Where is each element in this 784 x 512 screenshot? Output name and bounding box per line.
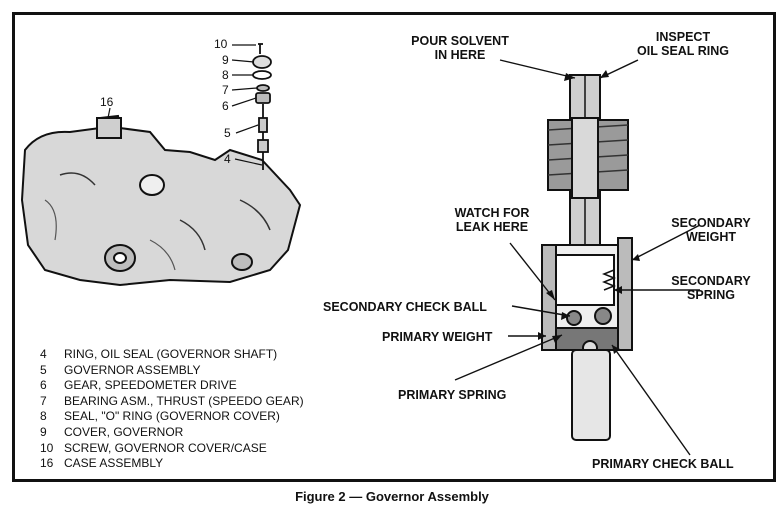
- part-number-6: 6: [222, 99, 229, 113]
- legend-text: GOVERNOR ASSEMBLY: [64, 362, 201, 377]
- part-number-10: 10: [214, 37, 228, 51]
- callout-secondary-weight: SECONDARY WEIGHT: [671, 216, 751, 244]
- legend-text: BEARING ASM., THRUST (SPEEDO GEAR): [64, 393, 304, 408]
- callout-inspect-oil-seal-ring: INSPECT OIL SEAL RING: [637, 30, 729, 58]
- legend-item: 8 SEAL, "O" RING (GOVERNOR COVER): [40, 409, 304, 425]
- legend-item: 7 BEARING ASM., THRUST (SPEEDO GEAR): [40, 394, 304, 410]
- legend-num: 10: [40, 440, 54, 455]
- part-number-4: 4: [224, 152, 231, 166]
- callout-secondary-spring: SECONDARY SPRING: [671, 274, 751, 302]
- legend-item: 10 SCREW, GOVERNOR COVER/CASE: [40, 441, 304, 457]
- figure-caption: Figure 2 — Governor Assembly: [295, 489, 489, 504]
- part-number-5: 5: [224, 126, 231, 140]
- callout-primary-weight: PRIMARY WEIGHT: [382, 330, 493, 344]
- legend-item: 9 COVER, GOVERNOR: [40, 425, 304, 441]
- parts-legend: 4 RING, OIL SEAL (GOVERNOR SHAFT) 5 GOVERN…: [40, 347, 304, 472]
- legend-item: 5 GOVERNOR ASSEMBLY: [40, 363, 304, 379]
- legend-text: SEAL, "O" RING (GOVERNOR COVER): [64, 409, 280, 424]
- transmission-case-illustration: [20, 114, 302, 287]
- legend-item: 4 RING, OIL SEAL (GOVERNOR SHAFT): [40, 347, 304, 363]
- callout-watch-for-leak: WATCH FOR LEAK HERE: [454, 206, 530, 234]
- legend-num: 7: [40, 393, 47, 408]
- callout-pour-solvent: POUR SOLVENT IN HERE: [411, 34, 509, 62]
- legend-item: 16 CASE ASSEMBLY: [40, 456, 304, 472]
- callout-secondary-check-ball: SECONDARY CHECK BALL: [323, 300, 487, 314]
- legend-num: 8: [40, 409, 47, 424]
- callout-primary-spring: PRIMARY SPRING: [398, 388, 507, 402]
- legend-num: 16: [40, 456, 54, 471]
- part-number-7: 7: [222, 83, 229, 97]
- figure-frame: [12, 12, 776, 482]
- part-leader-lines: [107, 44, 263, 166]
- part-number-16: 16: [100, 95, 114, 109]
- legend-text: GEAR, SPEEDOMETER DRIVE: [64, 378, 237, 393]
- legend-text: SCREW, GOVERNOR COVER/CASE: [64, 440, 267, 455]
- legend-item: 6 GEAR, SPEEDOMETER DRIVE: [40, 378, 304, 394]
- part-number-8: 8: [222, 68, 229, 82]
- governor-cross-section: [541, 74, 633, 441]
- legend-text: RING, OIL SEAL (GOVERNOR SHAFT): [64, 347, 278, 361]
- part-number-9: 9: [222, 53, 229, 67]
- legend-text: CASE ASSEMBLY: [64, 456, 164, 471]
- legend-text: COVER, GOVERNOR: [64, 424, 184, 439]
- legend-num: 4: [40, 347, 47, 361]
- callout-arrowheads: [538, 70, 640, 354]
- legend-num: 5: [40, 362, 47, 377]
- legend-num: 9: [40, 424, 47, 439]
- legend-num: 6: [40, 378, 47, 393]
- governor-exploded-parts: [252, 43, 272, 170]
- callout-primary-check-ball: PRIMARY CHECK BALL: [592, 457, 734, 471]
